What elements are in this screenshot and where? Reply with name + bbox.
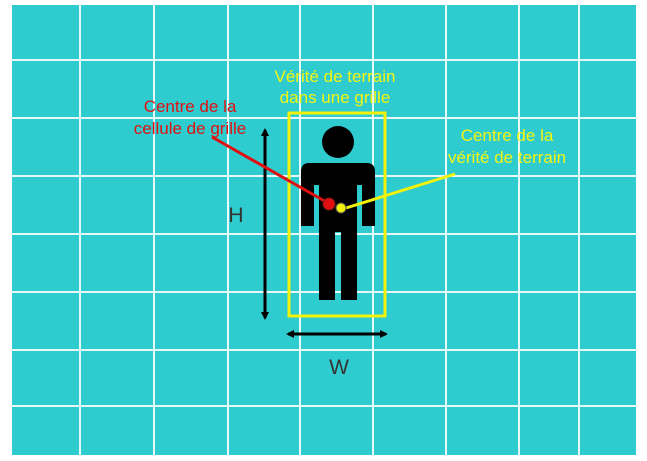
- gt-in-grid-label-line1: Vérité de terrain: [275, 67, 396, 86]
- cell-center-pointer: [211, 135, 329, 205]
- gt-center-dot: [335, 202, 347, 214]
- gt-center-pointer: [345, 172, 456, 210]
- gt-center-label-line2: vérité de terrain: [448, 148, 566, 167]
- cell-center-dot: [322, 197, 336, 211]
- ground-truth-box: [287, 111, 387, 318]
- width-label: W: [329, 356, 349, 379]
- gt-in-grid-label-line2: dans une grille: [280, 88, 391, 107]
- cell-center-label-line1: Centre de la: [144, 97, 237, 116]
- gt-center-label-line1: Centre de la: [461, 126, 554, 145]
- cell-center-label-line2: cellule de grille: [134, 119, 246, 138]
- height-label: H: [228, 204, 243, 227]
